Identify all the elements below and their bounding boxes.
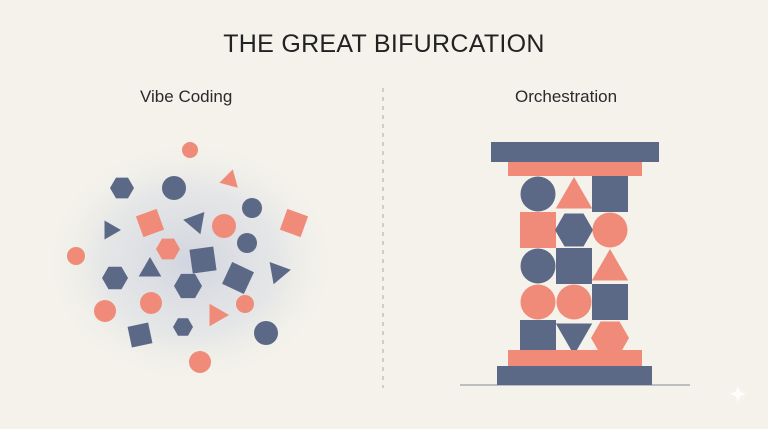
triangle-shape [219,169,238,188]
circle-shape [520,284,556,320]
triangle-shape [138,257,162,277]
circle-shape [254,321,278,345]
hexagon-shape [110,177,134,199]
hexagon-shape [156,238,180,260]
square-shape [135,208,165,238]
vibe-coding-scatter [67,142,309,373]
circle-shape [189,351,211,373]
sparkle-icon [729,385,747,403]
top-plate [508,162,642,176]
triangle-down-shape [555,323,593,355]
square-shape [556,248,592,284]
triangle-shape [269,262,291,285]
square-shape [189,246,217,274]
circle-shape [67,247,85,265]
bottom-plate [508,350,642,366]
orchestration-stack [460,142,690,386]
square-shape [592,284,628,320]
hexagon-shape [555,213,593,247]
square-shape [127,322,153,348]
circle-shape [556,284,592,320]
hexagon-shape [591,321,629,355]
orchestration-label: Orchestration [515,87,618,106]
top-bar [491,142,659,162]
triangle-shape [209,303,229,327]
hexagon-shape [173,318,193,336]
square-shape [592,176,628,212]
circle-shape [94,300,116,322]
triangle-shape [591,249,629,281]
circle-shape [520,248,556,284]
diagram-title: THE GREAT BIFURCATION [223,30,545,58]
triangle-shape [104,220,121,240]
circle-shape [140,292,162,314]
circle-shape [237,233,257,253]
circle-shape [212,214,236,238]
circle-shape [182,142,198,158]
hexagon-shape [174,273,202,299]
scatter-haze [40,137,340,387]
triangle-shape [183,212,205,235]
triangle-shape [555,177,593,209]
circle-shape [242,198,262,218]
base-bar [497,366,652,385]
circle-shape [162,176,186,200]
vibe-coding-label: Vibe Coding [140,87,233,106]
circle-shape [520,176,556,212]
square-shape [520,212,556,248]
circle-shape [592,212,628,248]
square-shape [279,208,309,238]
square-shape [222,262,254,294]
circle-shape [236,295,254,313]
hexagon-shape [102,266,128,290]
